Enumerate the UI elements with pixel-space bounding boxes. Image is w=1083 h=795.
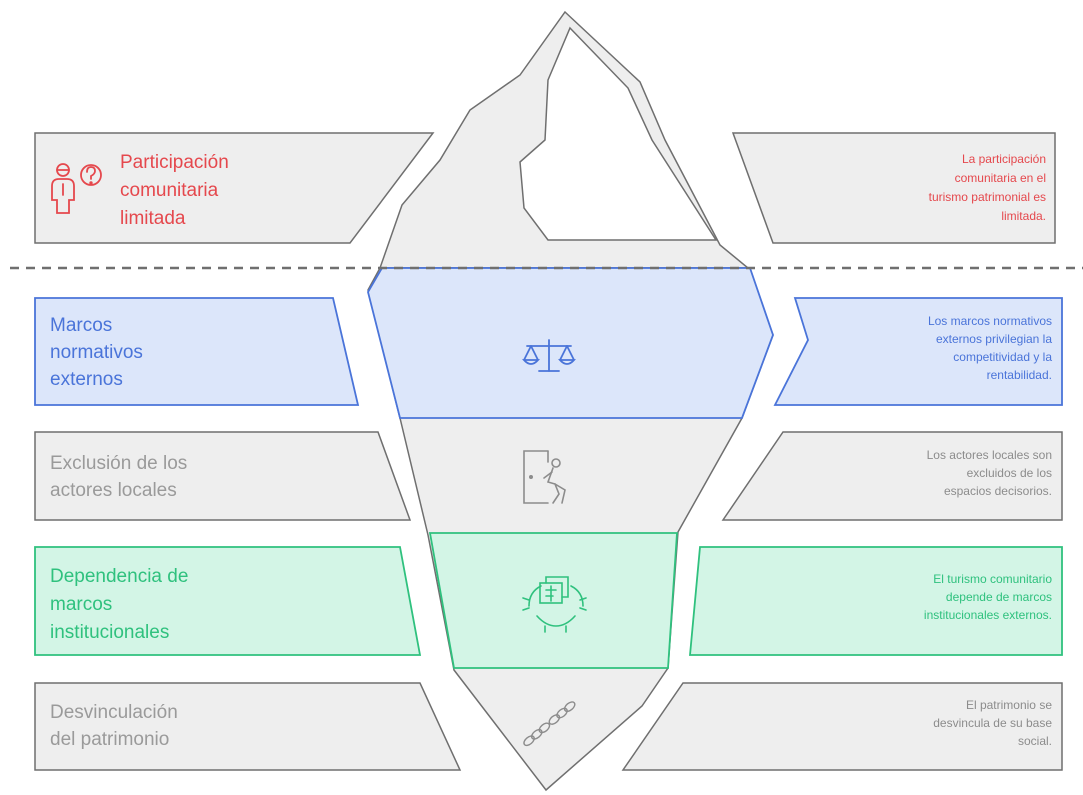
layer-description-participacion-line: limitada. [1001, 209, 1046, 223]
layer-description-marcos-line: Los marcos normativos [928, 314, 1052, 328]
layer-title-dependencia-line: marcos [50, 594, 112, 615]
left-panel-marcos [34, 297, 360, 406]
left-panel-participacion [34, 132, 435, 244]
iceberg-snow-cap [519, 26, 718, 241]
iceberg [367, 10, 774, 792]
community-question-icon [51, 163, 102, 214]
labels: Participación comunitaria limitada La parti… [50, 152, 1052, 750]
right-panel-participacion [731, 132, 1056, 244]
layer-description-dependencia-line: depende de marcos [946, 590, 1052, 604]
layer-title-marcos-line: Marcos [50, 315, 112, 336]
layer-title-exclusion-line: Exclusión de los [50, 453, 187, 474]
iceberg-band-dependencia [428, 532, 678, 669]
person-exit-door-icon [523, 450, 566, 504]
layer-title-dependencia-line: institucionales [50, 622, 169, 643]
layer-title-participacion-line: limitada [120, 208, 186, 229]
layer-description-participacion-line: turismo patrimonial es [929, 190, 1046, 204]
layer-title-desvinculacion-line: Desvinculación [50, 702, 178, 723]
layer-description-dependencia-line: El turismo comunitario [933, 572, 1052, 586]
left-panels [34, 132, 462, 771]
right-panel-dependencia [689, 546, 1063, 656]
layer-description-participacion-line: comunitaria en el [955, 171, 1046, 185]
right-panels [621, 132, 1063, 771]
iceberg-band-marcos [367, 267, 774, 419]
layer-description-marcos-line: competitividad y la [953, 350, 1052, 364]
layer-description-desvinculacion-line: desvincula de su base [933, 716, 1052, 730]
layer-description-exclusion-line: excluidos de los [967, 466, 1052, 480]
layer-title-exclusion-line: actores locales [50, 480, 177, 501]
layer-title-participacion-line: Participación [120, 152, 229, 173]
layer-description-desvinculacion-line: social. [1018, 734, 1052, 748]
layer-description-marcos-line: externos privilegian la [936, 332, 1052, 346]
broken-chain-icon [523, 701, 576, 747]
layer-description-exclusion-line: espacios decisorios. [944, 484, 1052, 498]
layer-title-participacion-line: comunitaria [120, 180, 219, 201]
layer-description-dependencia-line: institucionales externos. [924, 608, 1052, 622]
left-panel-dependencia [34, 546, 422, 656]
scales-icon [522, 339, 576, 372]
layer-title-marcos-line: normativos [50, 342, 143, 363]
layer-title-desvinculacion-line: del patrimonio [50, 729, 169, 750]
institutional-gear-icon [522, 576, 587, 633]
layer-title-marcos-line: externos [50, 369, 123, 390]
layer-description-marcos-line: rentabilidad. [987, 368, 1052, 382]
layer-description-participacion-line: La participación [962, 152, 1046, 166]
layer-description-exclusion-line: Los actores locales son [927, 448, 1052, 462]
left-panel-exclusion [34, 431, 412, 521]
right-panel-marcos [773, 297, 1063, 406]
right-panel-exclusion [721, 431, 1063, 521]
right-panel-desvinculacion [621, 682, 1063, 771]
layer-title-dependencia-line: Dependencia de [50, 566, 188, 587]
layer-description-desvinculacion-line: El patrimonio se [966, 698, 1052, 712]
left-panel-desvinculacion [34, 682, 462, 771]
